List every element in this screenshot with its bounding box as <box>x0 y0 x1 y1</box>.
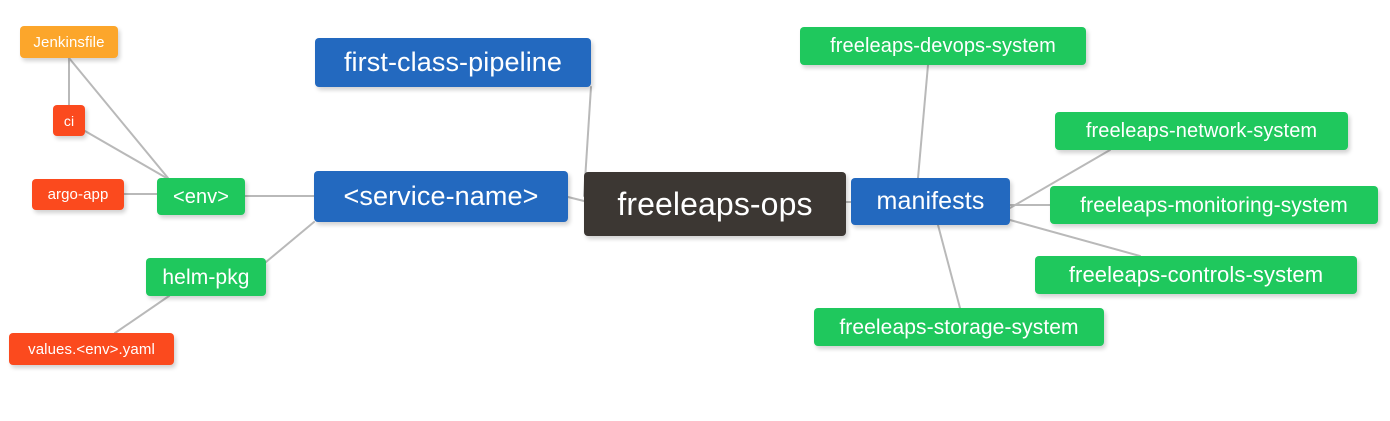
mindmap-node-label: freeleaps-controls-system <box>1068 262 1324 287</box>
mindmap-edge <box>937 224 961 309</box>
mindmap-edge <box>1009 219 1141 257</box>
mindmap-node-label: values.<env>.yaml <box>28 340 155 358</box>
mindmap-node-freeleaps-ops[interactable]: freeleaps-ops <box>584 172 846 236</box>
mindmap-node-label: argo-app <box>47 186 109 203</box>
mindmap-node-jenkinsfile[interactable]: Jenkinsfile <box>20 26 118 58</box>
mindmap-node-label: freeleaps-ops <box>617 186 813 222</box>
mindmap-node-label: <env> <box>172 185 230 208</box>
mindmap-node-freeleaps-storage-system[interactable]: freeleaps-storage-system <box>814 308 1104 346</box>
mindmap-edge <box>265 221 315 263</box>
mindmap-node-label: manifests <box>876 187 985 215</box>
mindmap-node-values-env-yaml[interactable]: values.<env>.yaml <box>9 333 174 365</box>
mindmap-node-first-class-pipeline[interactable]: first-class-pipeline <box>315 38 591 87</box>
mindmap-node-label: freeleaps-network-system <box>1085 120 1318 142</box>
mindmap-node-freeleaps-controls-system[interactable]: freeleaps-controls-system <box>1035 256 1357 294</box>
mindmap-node-freeleaps-network-system[interactable]: freeleaps-network-system <box>1055 112 1348 150</box>
mindmap-node-ci[interactable]: ci <box>53 105 85 136</box>
mindmap-edge <box>567 196 585 202</box>
mindmap-node-label: freeleaps-storage-system <box>839 315 1079 339</box>
mindmap-edge <box>114 295 170 334</box>
mindmap-node-label: first-class-pipeline <box>343 47 563 77</box>
mindmap-node-manifests[interactable]: manifests <box>851 178 1010 225</box>
mindmap-node-helm-pkg[interactable]: helm-pkg <box>146 258 266 296</box>
mindmap-node-label: ci <box>63 112 75 129</box>
mindmap-node-label: freeleaps-monitoring-system <box>1080 193 1348 217</box>
mindmap-node-label: helm-pkg <box>162 265 250 289</box>
mindmap-node-label: <service-name> <box>343 181 539 211</box>
mindmap-node-argo-app[interactable]: argo-app <box>32 179 124 210</box>
mindmap-edge <box>84 130 171 181</box>
mindmap-node-label: freeleaps-devops-system <box>830 35 1056 57</box>
mindmap-node-freeleaps-devops-system[interactable]: freeleaps-devops-system <box>800 27 1086 65</box>
mindmap-node-env[interactable]: <env> <box>157 178 245 215</box>
mindmap-node-service-name[interactable]: <service-name> <box>314 171 568 222</box>
mindmap-edge <box>917 64 929 179</box>
mindmap-node-freeleaps-monitoring-system[interactable]: freeleaps-monitoring-system <box>1050 186 1378 224</box>
mindmap-node-label: Jenkinsfile <box>33 33 105 51</box>
